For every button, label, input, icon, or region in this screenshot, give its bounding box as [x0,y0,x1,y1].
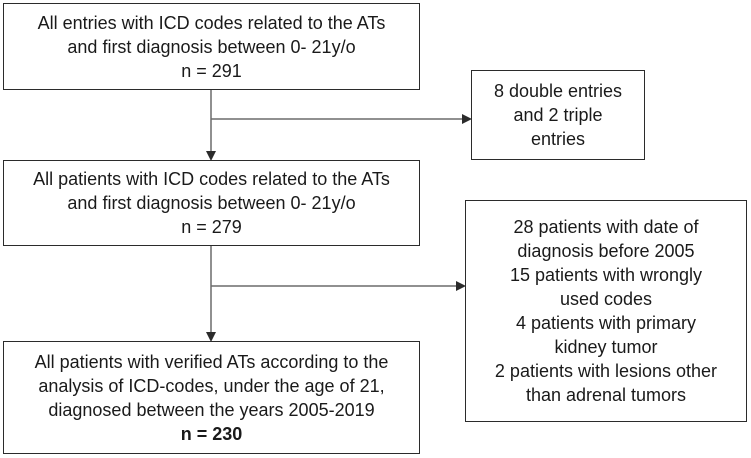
excluded-line-4: used codes [559,289,653,309]
all-entries-line-1: All entries with ICD codes related to th… [37,12,386,33]
excluded-line-8: than adrenal tumors [525,385,687,405]
excluded-line-1: 28 patients with date of [513,217,699,237]
verified-line-1: All patients with verified ATs according… [34,351,389,372]
all-patients-count: n = 279 [181,217,242,237]
all-patients-line-1: All patients with ICD codes related to t… [33,169,390,189]
excluded-line-6: kidney tumor [554,337,658,357]
excluded-line-2: diagnosis before 2005 [517,241,695,261]
excluded-patients-box: 28 patients with date of diagnosis befor… [465,200,747,422]
all-patients-line-2: and first diagnosis between 0- 21y/o [67,193,356,213]
excluded-line-3: 15 patients with wrongly [509,265,703,285]
duplicate-entries-line-1: 8 double entries [493,81,623,101]
duplicate-entries-box: 8 double entries and 2 triple entries [471,70,645,160]
verified-line-2: analysis of ICD-codes, under the age of … [38,375,385,396]
excluded-line-7: 2 patients with lesions other [494,361,718,381]
verified-line-3: diagnosed between the years 2005-2019 [48,399,375,420]
verified-count: n = 230 [180,423,243,444]
all-entries-count: n = 291 [181,60,242,81]
verified-patients-box: All patients with verified ATs according… [3,341,420,454]
all-entries-box: All entries with ICD codes related to th… [3,3,420,90]
all-patients-box: All patients with ICD codes related to t… [3,160,420,246]
all-entries-line-2: and first diagnosis between 0- 21y/o [67,36,356,57]
duplicate-entries-line-3: entries [530,129,586,149]
duplicate-entries-line-2: and 2 triple [513,105,603,125]
excluded-line-5: 4 patients with primary [515,313,697,333]
